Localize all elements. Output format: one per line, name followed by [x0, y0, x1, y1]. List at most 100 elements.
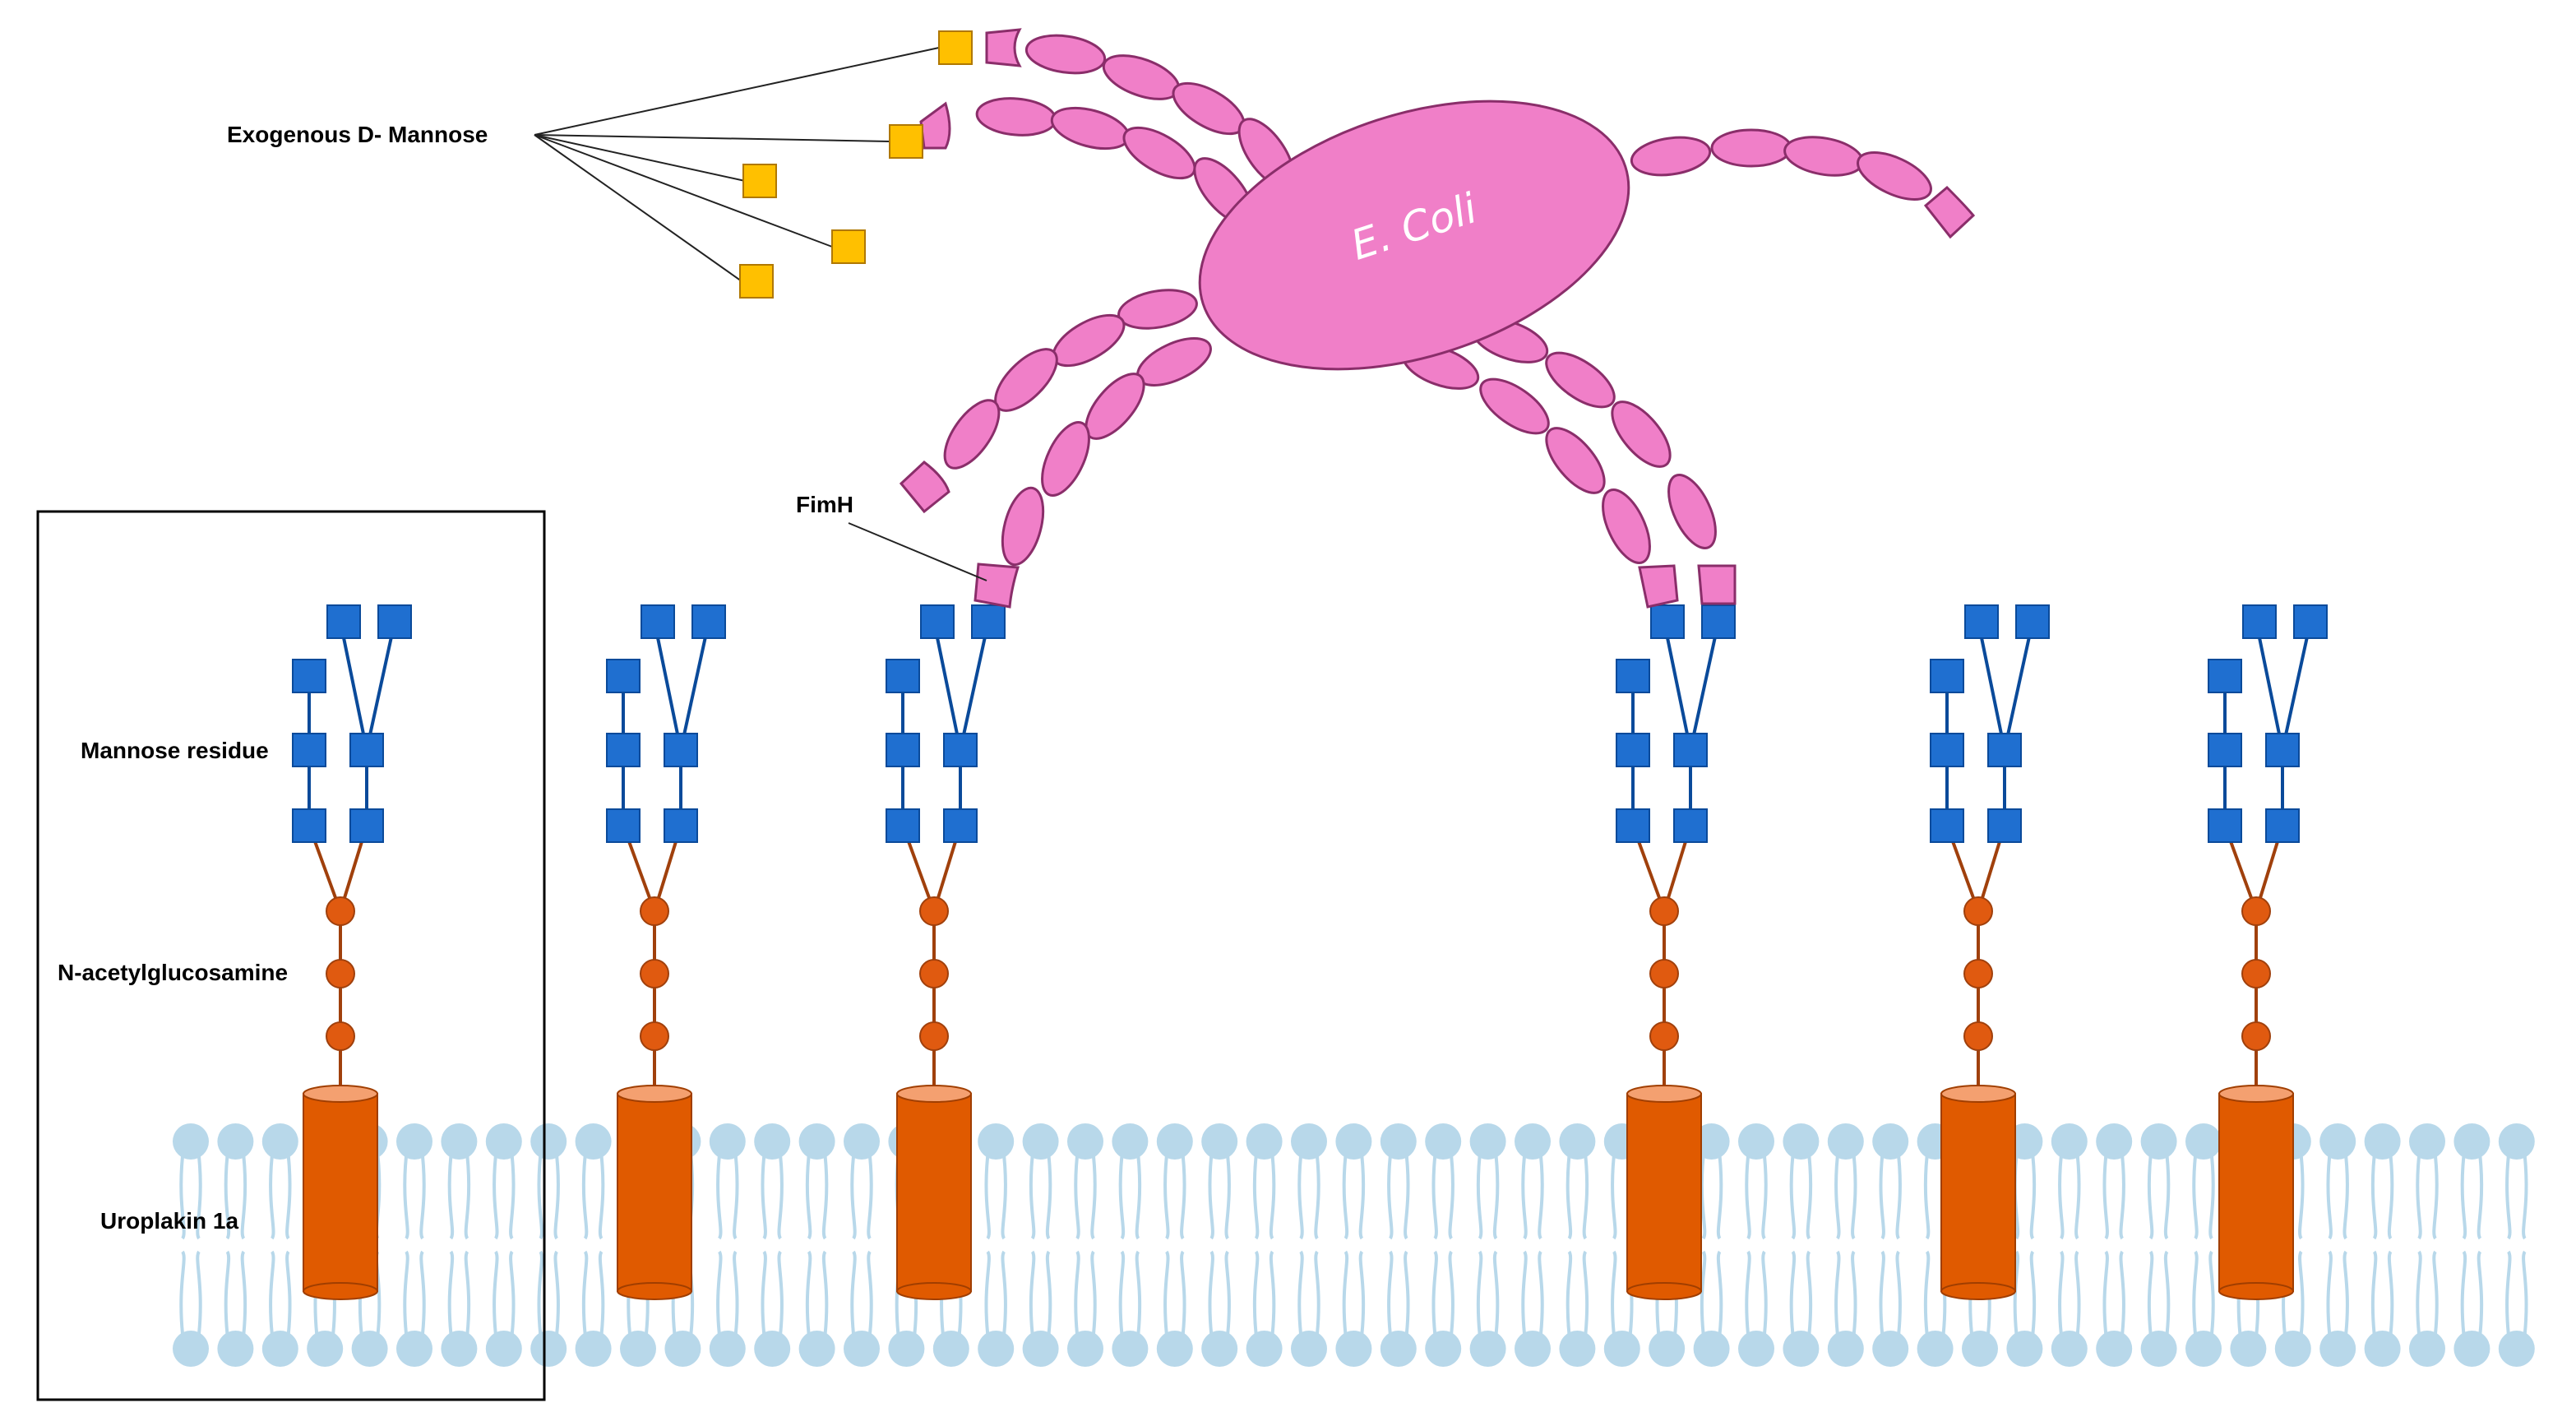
lipid-head-bottom — [2096, 1331, 2133, 1367]
n-acetylglucosamine-residue — [2241, 1021, 2271, 1051]
fimh-adhesin — [919, 101, 951, 150]
n-acetylglucosamine-residue — [919, 1021, 949, 1051]
mannose-residue — [1616, 733, 1650, 767]
lipid-tail — [1135, 1155, 1142, 1240]
lipid-tail — [1208, 1155, 1214, 1240]
lipid-head-bottom — [1827, 1331, 1864, 1367]
fimbria — [1401, 344, 1679, 609]
lipid-head-top — [1380, 1123, 1417, 1160]
fimh-adhesin — [974, 563, 1020, 609]
lipid-tail — [447, 1250, 455, 1335]
uroplakin-cylinder — [1940, 1093, 2016, 1292]
lipid-tail — [1476, 1155, 1483, 1240]
lipid-tail — [581, 1155, 589, 1240]
lipid-tail — [777, 1155, 784, 1240]
lipid-tail — [1700, 1250, 1707, 1335]
n-acetylglucosamine-residue — [640, 1021, 669, 1051]
uroplakin-cylinder — [617, 1093, 692, 1292]
fimbria-segment — [943, 399, 1001, 470]
lipid-tail — [1745, 1155, 1751, 1240]
lipid-tail — [1582, 1155, 1589, 1240]
mannose-residue — [886, 808, 920, 843]
lipid-tail — [2326, 1155, 2333, 1240]
lipid-head-top — [1559, 1123, 1596, 1160]
fimh-adhesin — [1638, 564, 1679, 609]
fimbria-segment — [1710, 128, 1792, 168]
mannose-link — [653, 621, 682, 751]
mannose-residue — [943, 808, 978, 843]
lipid-tail — [2342, 1155, 2349, 1240]
fimbria — [919, 97, 1254, 225]
lipid-head-bottom — [173, 1331, 209, 1367]
lipid-head-top — [2096, 1123, 2133, 1160]
lipid-tail — [805, 1250, 812, 1335]
lipid-head-top — [1783, 1123, 1820, 1160]
lipid-head-top — [441, 1123, 478, 1160]
mannose-residue — [326, 604, 361, 639]
lipid-tail — [2432, 1250, 2439, 1335]
lipid-tail — [850, 1250, 857, 1335]
mannose-residue — [1616, 659, 1650, 693]
lipid-head-top — [1156, 1123, 1193, 1160]
lipid-tail — [2370, 1250, 2378, 1335]
lipid-tail — [1029, 1250, 1036, 1335]
lipid-head-bottom — [1425, 1331, 1462, 1367]
fimbria-segment — [1857, 151, 1932, 201]
lipid-tail — [1448, 1155, 1454, 1240]
lipid-tail — [1789, 1250, 1797, 1335]
mannose-residue — [1930, 659, 1964, 693]
uroplakin-cylinder-base — [1626, 1282, 1702, 1300]
lipid-tail — [2163, 1155, 2171, 1240]
lipid-tail — [1180, 1155, 1186, 1240]
mannose-link — [679, 621, 710, 751]
lipid-tail — [269, 1155, 275, 1240]
uroplakin-cylinder-top — [617, 1085, 692, 1103]
lipid-tail — [1700, 1155, 1707, 1240]
lipid-tail — [509, 1155, 516, 1240]
lipid-head-top — [485, 1123, 522, 1160]
lipid-head-bottom — [798, 1331, 835, 1367]
lipid-tail — [984, 1155, 991, 1240]
lipid-tail — [1118, 1250, 1126, 1335]
lipid-head-bottom — [1246, 1331, 1283, 1367]
lipid-head-top — [1515, 1123, 1551, 1160]
legend-box — [36, 510, 546, 1401]
lipid-head-top — [1112, 1123, 1149, 1160]
fimbria-segment — [1117, 289, 1198, 330]
lipid-tail — [1923, 1155, 1931, 1240]
lipid-head-bottom — [664, 1331, 701, 1367]
lipid-tail — [1342, 1155, 1349, 1240]
lipid-tail — [1090, 1250, 1097, 1335]
mannose-residue — [606, 808, 641, 843]
lipid-head-bottom — [709, 1331, 746, 1367]
n-acetylglucosamine-residue — [2241, 896, 2271, 926]
lipid-tail — [2074, 1250, 2081, 1335]
lipid-tail — [1879, 1250, 1885, 1335]
lipid-tail — [2298, 1155, 2305, 1240]
mannose-residue — [1930, 733, 1964, 767]
lipid-tail — [1448, 1250, 1454, 1335]
fimbria — [985, 28, 1295, 188]
uroplakin-cylinder-top — [303, 1085, 378, 1103]
lipid-head-bottom — [1783, 1331, 1820, 1367]
lipid-tail — [1538, 1155, 1544, 1240]
lipid-head-bottom — [1022, 1331, 1059, 1367]
fimbria-segment — [1630, 136, 1712, 177]
lipid-head-bottom — [1738, 1331, 1774, 1367]
lipid-tail — [1163, 1250, 1170, 1335]
mannose-residue — [2242, 604, 2277, 639]
lipid-head-bottom — [1603, 1331, 1640, 1367]
lipid-tail — [1521, 1250, 1528, 1335]
lipid-tail — [1431, 1155, 1438, 1240]
lipid-tail — [196, 1155, 202, 1240]
lipid-tail — [1387, 1250, 1394, 1335]
lipid-tail — [1789, 1155, 1797, 1240]
lipid-tail — [1716, 1155, 1723, 1240]
uroplakin-receptors — [292, 604, 2328, 1300]
uroplakin-cylinder-base — [617, 1282, 692, 1300]
lipid-head-top — [709, 1123, 746, 1160]
lipid-tail — [2460, 1250, 2467, 1335]
lipid-tail — [867, 1250, 873, 1335]
n-acetylglucosamine-residue — [326, 1021, 355, 1051]
lipid-head-top — [575, 1123, 612, 1160]
